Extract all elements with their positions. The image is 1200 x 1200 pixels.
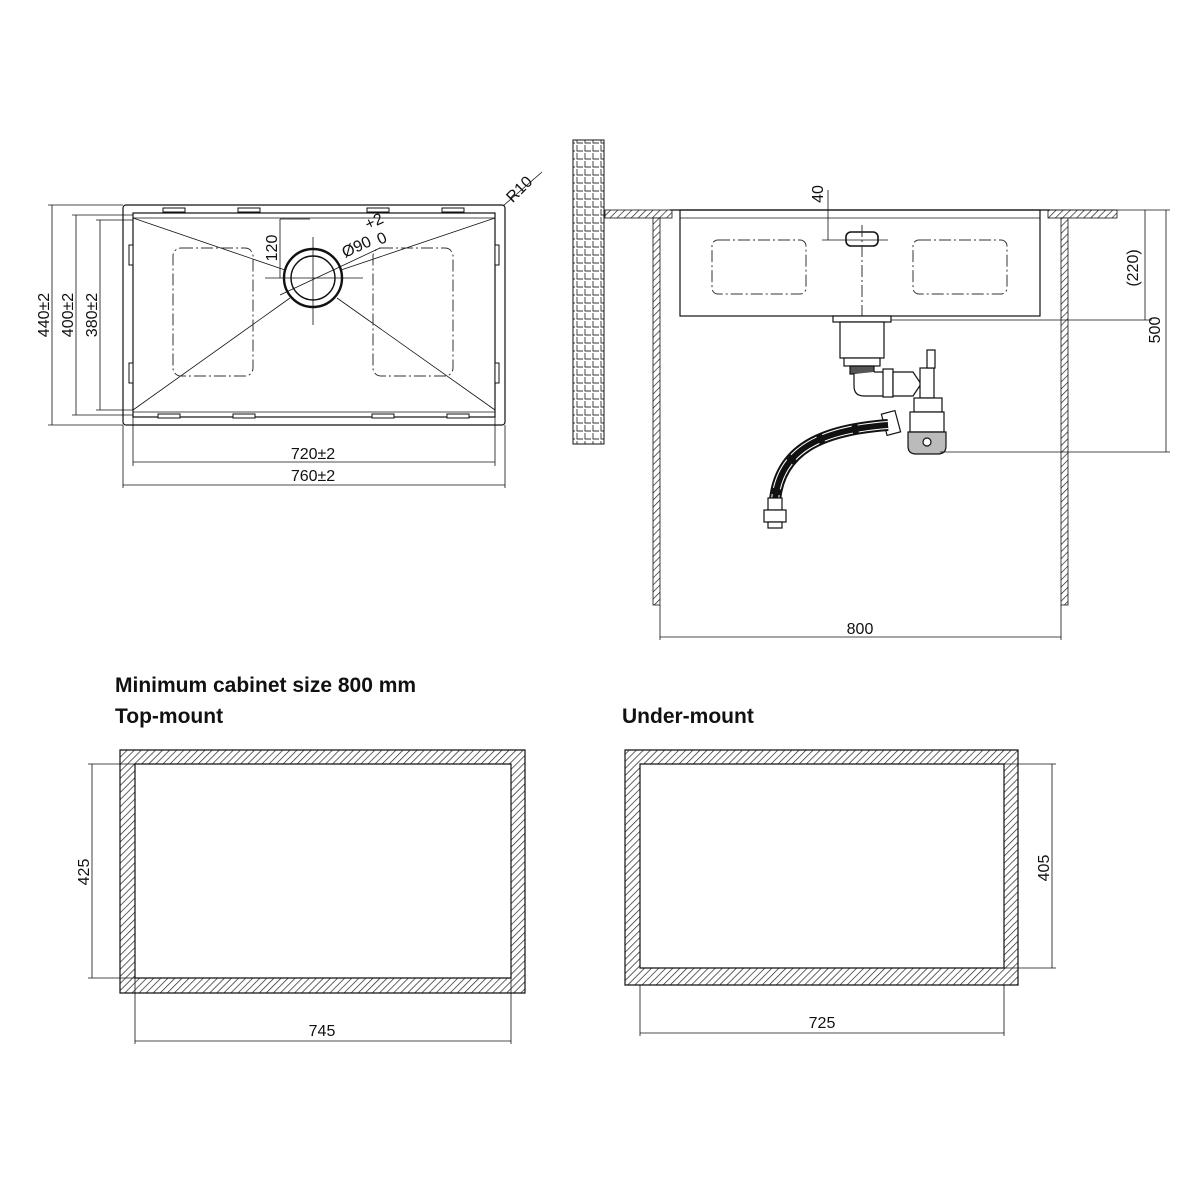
- cabinet-wall-left: [652, 217, 661, 606]
- drain-icon: [265, 218, 381, 325]
- dim-top-mount-width: 745: [309, 1023, 336, 1040]
- dim-width-inner: 720±2: [291, 446, 335, 463]
- under-mount-label: Under-mount: [622, 705, 754, 728]
- cabinet-wall-right: [1060, 217, 1069, 606]
- dim-drain-tol-minus: 0: [375, 229, 390, 248]
- sink-bowl-outline: [132, 212, 496, 418]
- dim-under-mount-height: 405: [1036, 855, 1053, 882]
- hose-connector: [763, 497, 787, 529]
- dim-height-mid: 400±2: [60, 293, 77, 337]
- dim-drain-offset: 120: [264, 235, 281, 262]
- sink-top-view: 440±2 400±2 380±2 720±2 760±2 R10 120 Ø9…: [36, 171, 543, 488]
- sink-outer-outline: [122, 204, 506, 426]
- cutout-title: Minimum cabinet size 800 mm: [115, 674, 416, 697]
- bowl-grid-outline-left: [172, 247, 254, 377]
- dim-bowl-depth: (220): [1125, 249, 1142, 286]
- bowl-grid-side-left: [711, 239, 807, 295]
- dim-total-depth: 500: [1147, 317, 1164, 344]
- mounting-clips: [128, 207, 500, 419]
- dim-width-outer: 760±2: [291, 468, 335, 485]
- top-view-dimensions: [48, 171, 543, 488]
- dim-cabinet-width: 800: [847, 621, 874, 638]
- dim-height-outer: 440±2: [36, 293, 53, 337]
- countertop-left: [604, 209, 673, 219]
- dim-drain-diameter: Ø90: [340, 233, 375, 261]
- side-view-dimensions: [659, 209, 1170, 640]
- top-mount-cutout: 425 745: [76, 749, 526, 1044]
- sink-side-view: 40 (220) 500 800: [572, 139, 1170, 640]
- top-mount-label: Top-mount: [115, 705, 223, 728]
- bowl-slope-lines: [132, 217, 496, 411]
- bowl-grid-side-right: [912, 239, 1008, 295]
- dim-overflow: 40: [810, 185, 827, 203]
- sink-body-section: [679, 209, 1041, 317]
- dim-top-mount-height: 425: [76, 859, 93, 886]
- dim-drain-tol-plus: +2: [363, 210, 387, 233]
- under-mount-cutout: 405 725: [624, 749, 1056, 1036]
- bowl-grid-outline-right: [372, 247, 454, 377]
- dim-under-mount-width: 725: [809, 1015, 836, 1032]
- countertop-right: [1047, 209, 1118, 219]
- wall-tiles: [572, 139, 605, 445]
- dim-height-inner: 380±2: [84, 293, 101, 337]
